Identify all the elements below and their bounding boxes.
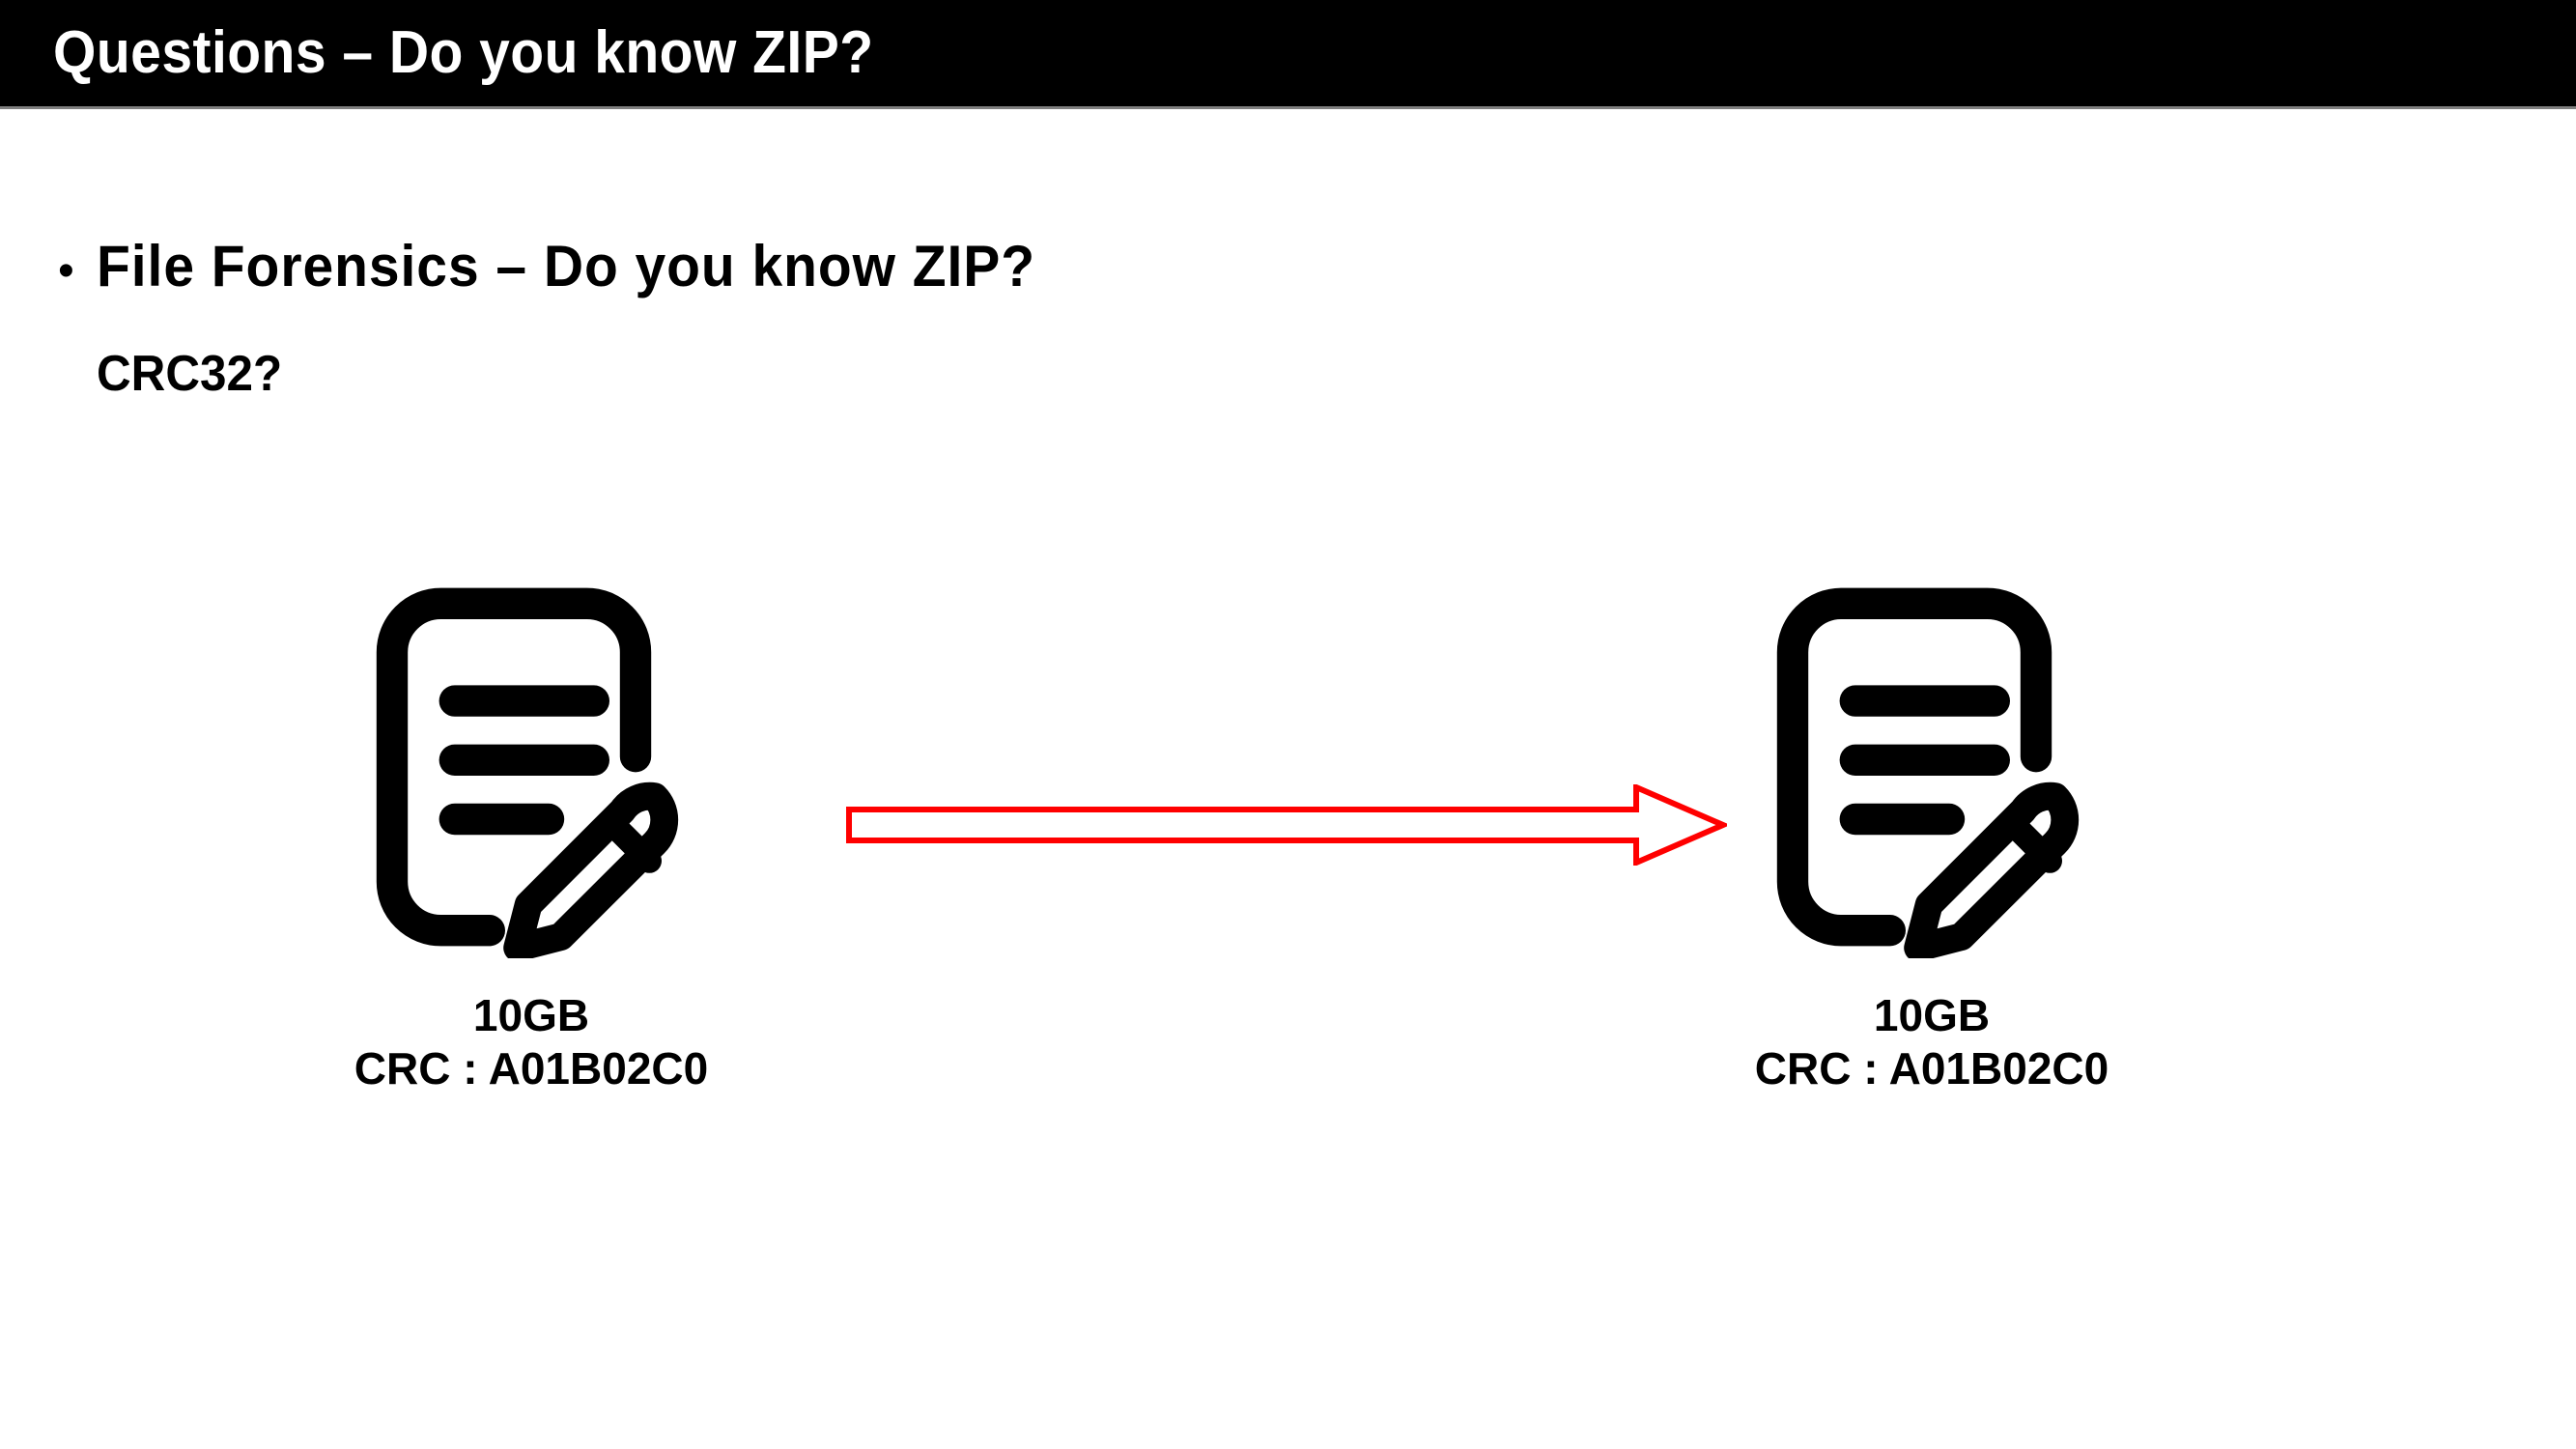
diagram-node-source: 10GB CRC : A01B02C0 <box>261 576 802 1095</box>
node-crc-label: CRC : A01B02C0 <box>354 1043 709 1094</box>
diagram-node-target: 10GB CRC : A01B02C0 <box>1661 576 2202 1095</box>
page-title: Questions – Do you know ZIP? <box>53 19 874 86</box>
bullet-point-icon: • <box>58 245 74 297</box>
body-text-block: • File Forensics – Do you know ZIP? <box>0 220 2576 313</box>
flow-arrow-icon <box>846 784 1727 866</box>
bullet-item-file-forensics: • File Forensics – Do you know ZIP? <box>0 220 2576 313</box>
bullet-item-label: File Forensics – Do you know ZIP? <box>97 234 1036 298</box>
sub-line-crc32: CRC32? <box>97 346 283 402</box>
node-label-group: 10GB CRC : A01B02C0 <box>261 989 802 1095</box>
title-bar-underline <box>0 106 2576 109</box>
node-crc-label: CRC : A01B02C0 <box>1754 1043 2109 1094</box>
document-edit-icon <box>376 587 679 958</box>
document-edit-icon <box>1776 587 2080 958</box>
node-size-label: 10GB <box>1873 990 1991 1040</box>
title-bar <box>0 0 2576 106</box>
node-size-label: 10GB <box>472 990 590 1040</box>
node-label-group: 10GB CRC : A01B02C0 <box>1661 989 2202 1095</box>
